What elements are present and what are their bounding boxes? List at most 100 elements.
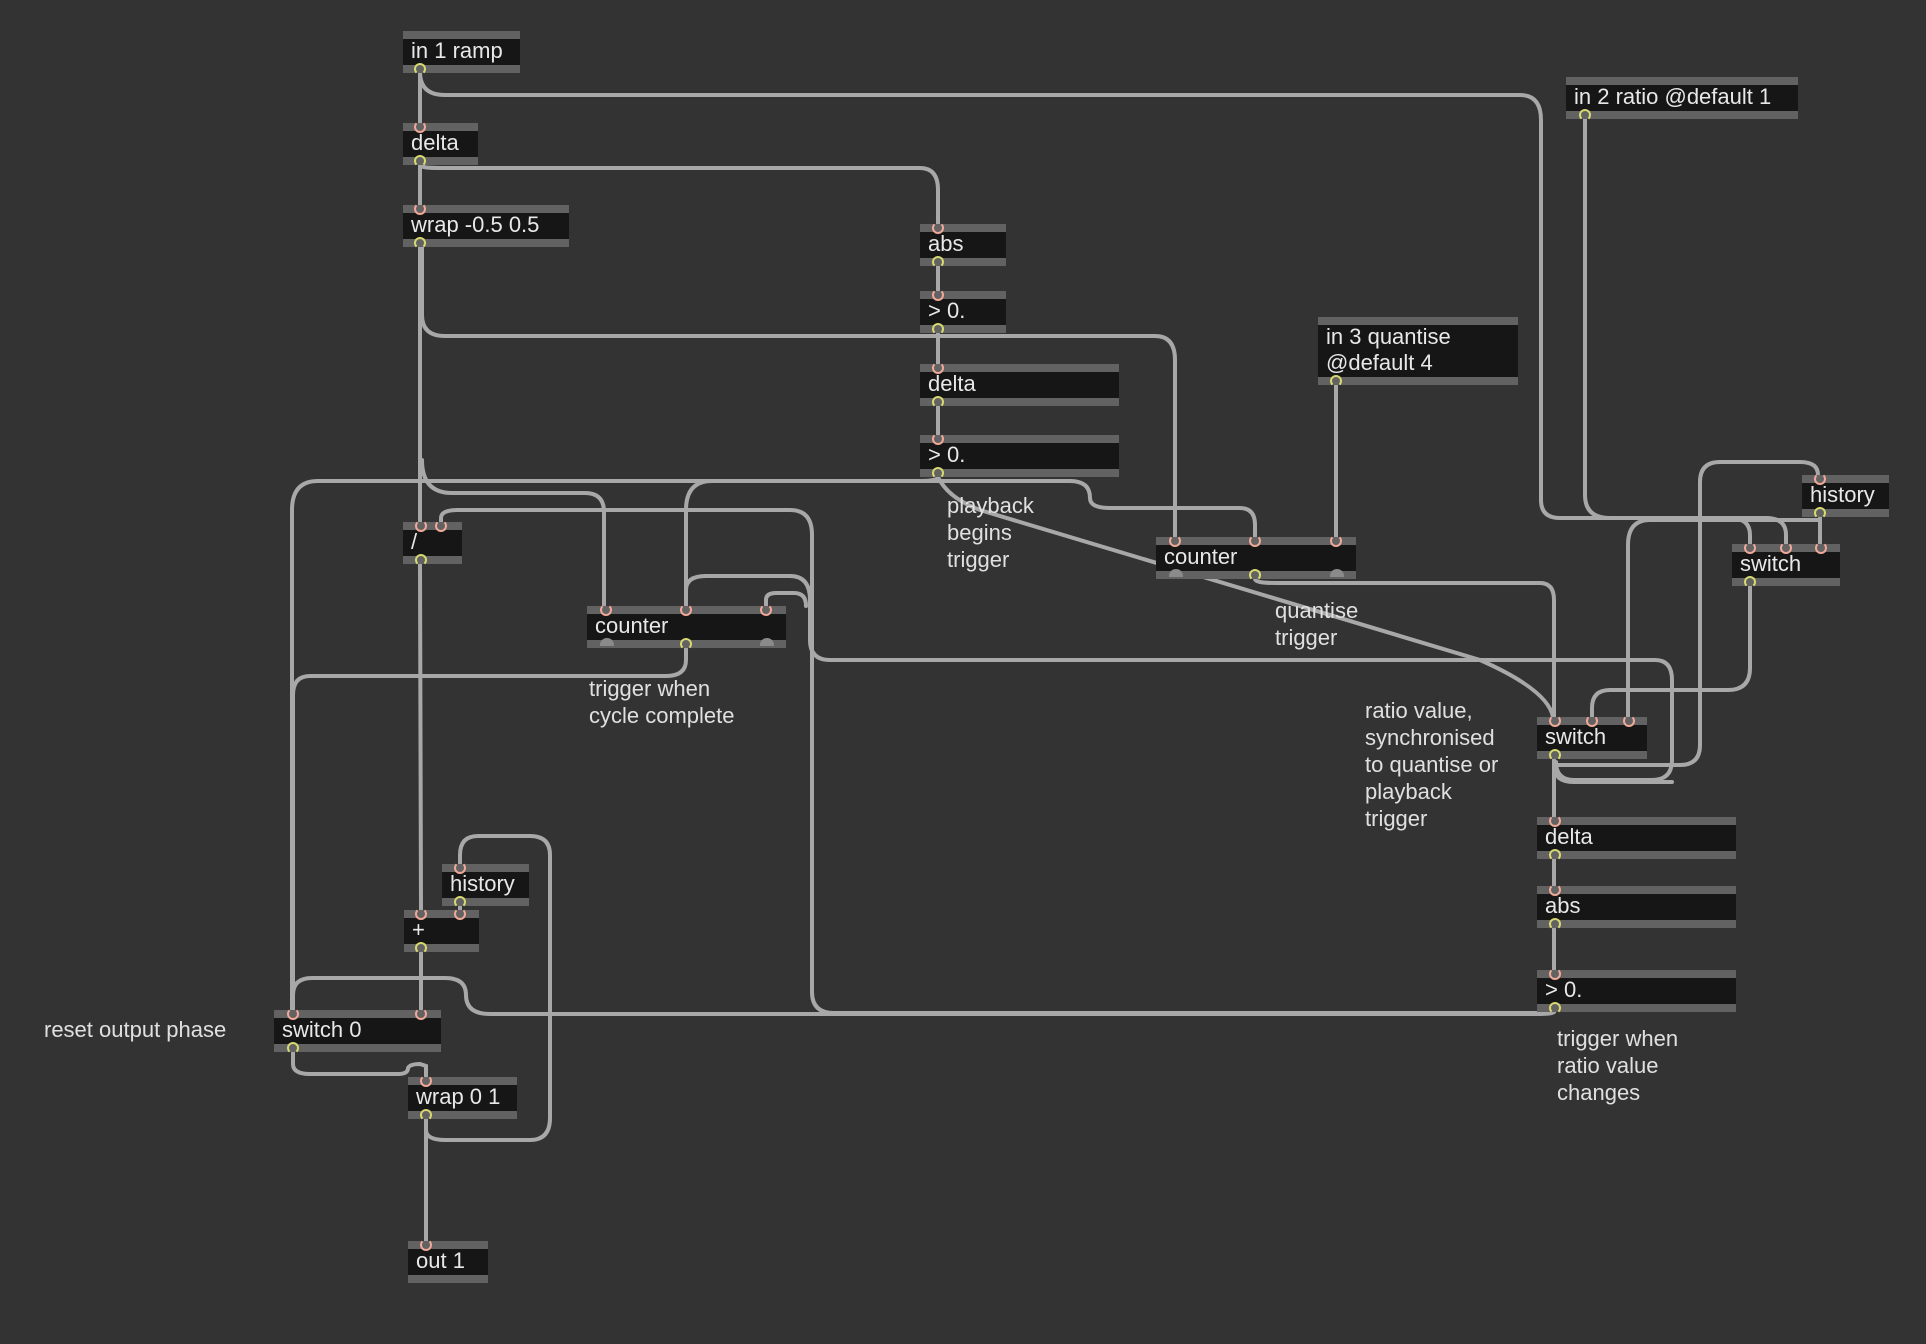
abs-object[interactable]: abs bbox=[1537, 884, 1736, 930]
inlet[interactable] bbox=[1586, 715, 1598, 727]
outlet[interactable] bbox=[1579, 109, 1591, 121]
patch-cord[interactable] bbox=[764, 591, 808, 608]
patch-cord[interactable] bbox=[418, 163, 940, 226]
outlet[interactable] bbox=[1549, 1002, 1561, 1014]
patch-cord[interactable] bbox=[1583, 117, 1788, 546]
patch-cord[interactable] bbox=[420, 458, 606, 608]
patch-cord[interactable] bbox=[1626, 518, 1820, 719]
outlet[interactable] bbox=[1814, 507, 1826, 519]
delta-object[interactable]: delta bbox=[403, 121, 478, 167]
outlet[interactable] bbox=[1330, 375, 1342, 387]
outlet[interactable] bbox=[932, 323, 944, 335]
history-object[interactable]: history bbox=[1802, 473, 1889, 519]
inlet[interactable] bbox=[680, 604, 692, 616]
outlet[interactable] bbox=[420, 1109, 432, 1121]
inlet[interactable] bbox=[932, 362, 944, 374]
inlet[interactable] bbox=[1780, 542, 1792, 554]
inlet[interactable] bbox=[1330, 535, 1342, 547]
patch-cord[interactable] bbox=[290, 475, 940, 1012]
greater-than-object[interactable]: > 0. bbox=[1537, 968, 1736, 1014]
inlet[interactable] bbox=[1623, 715, 1635, 727]
object-text: abs bbox=[928, 231, 964, 256]
inlet[interactable] bbox=[600, 604, 612, 616]
outlet[interactable] bbox=[680, 638, 692, 650]
wrap-0-1-object[interactable]: wrap 0 1 bbox=[408, 1075, 517, 1121]
outlet[interactable] bbox=[414, 237, 426, 249]
greater-than-object[interactable]: > 0. bbox=[920, 289, 1006, 335]
inlet[interactable] bbox=[420, 1239, 432, 1251]
inlet[interactable] bbox=[420, 1075, 432, 1087]
outlet[interactable] bbox=[600, 638, 614, 646]
in-1-ramp-object[interactable]: in 1 ramp bbox=[403, 31, 520, 75]
greater-than-object[interactable]: > 0. bbox=[920, 433, 1119, 479]
outlet[interactable] bbox=[1249, 569, 1261, 581]
inlet[interactable] bbox=[1815, 542, 1827, 554]
inlet[interactable] bbox=[1549, 715, 1561, 727]
patch-cord[interactable] bbox=[291, 1049, 428, 1079]
patch-cord[interactable] bbox=[291, 645, 688, 1012]
patch-cord[interactable] bbox=[291, 976, 1556, 1016]
patch-cord[interactable] bbox=[1590, 584, 1752, 719]
outlet[interactable] bbox=[1330, 569, 1344, 577]
outlet[interactable] bbox=[414, 63, 426, 75]
divide-object[interactable]: / bbox=[403, 520, 462, 566]
inlet[interactable] bbox=[932, 222, 944, 234]
counter-object[interactable]: counter bbox=[587, 604, 786, 650]
outlet[interactable] bbox=[1549, 749, 1561, 761]
outlet[interactable] bbox=[1744, 576, 1756, 588]
inlet[interactable] bbox=[932, 289, 944, 301]
inlet[interactable] bbox=[1249, 535, 1261, 547]
outlet[interactable] bbox=[1549, 849, 1561, 861]
outlet[interactable] bbox=[1169, 569, 1183, 577]
patch-cord[interactable] bbox=[418, 562, 423, 912]
object-text: > 0. bbox=[928, 298, 966, 323]
inlet[interactable] bbox=[1744, 542, 1756, 554]
inlet[interactable] bbox=[435, 520, 447, 532]
out-1-object[interactable]: out 1 bbox=[408, 1239, 488, 1283]
outlet[interactable] bbox=[415, 942, 427, 954]
inlet[interactable] bbox=[1549, 815, 1561, 827]
inlet[interactable] bbox=[1549, 884, 1561, 896]
outlet[interactable] bbox=[1549, 918, 1561, 930]
patch-cord[interactable] bbox=[684, 574, 1674, 782]
delta-object[interactable]: delta bbox=[1537, 815, 1736, 861]
outlet[interactable] bbox=[932, 467, 944, 479]
inlet[interactable] bbox=[415, 520, 427, 532]
outlet[interactable] bbox=[760, 638, 774, 646]
inlet[interactable] bbox=[454, 862, 466, 874]
plus-object[interactable]: + bbox=[404, 908, 479, 954]
inlet[interactable] bbox=[415, 1008, 427, 1020]
patch-cord[interactable] bbox=[424, 834, 552, 1142]
inlet[interactable] bbox=[287, 1008, 299, 1020]
outlet[interactable] bbox=[415, 554, 427, 566]
switch-0-object[interactable]: switch 0 bbox=[274, 1008, 441, 1054]
switch-object[interactable]: switch bbox=[1732, 542, 1840, 588]
object-text: in 3 quantise @default 4 bbox=[1326, 324, 1451, 375]
delta-object[interactable]: delta bbox=[920, 362, 1119, 408]
patch-cord[interactable] bbox=[1253, 577, 1556, 719]
outlet[interactable] bbox=[454, 896, 466, 908]
outlet[interactable] bbox=[932, 256, 944, 268]
inlet[interactable] bbox=[1169, 535, 1181, 547]
inlet[interactable] bbox=[454, 908, 466, 920]
inlet[interactable] bbox=[414, 121, 426, 133]
inlet[interactable] bbox=[1814, 473, 1826, 485]
wrap-object[interactable]: wrap -0.5 0.5 bbox=[403, 203, 569, 249]
switch-object[interactable]: switch bbox=[1537, 715, 1647, 761]
patch-cord[interactable] bbox=[420, 245, 1177, 539]
in-2-ratio-object[interactable]: in 2 ratio @default 1 bbox=[1566, 77, 1798, 121]
history-object[interactable]: history bbox=[442, 862, 529, 908]
counter-object[interactable]: counter bbox=[1156, 535, 1356, 581]
outlet[interactable] bbox=[287, 1042, 299, 1054]
inlet[interactable] bbox=[414, 203, 426, 215]
outlet[interactable] bbox=[932, 396, 944, 408]
inlet[interactable] bbox=[415, 908, 427, 920]
abs-object[interactable]: abs bbox=[920, 222, 1006, 268]
inlet[interactable] bbox=[760, 604, 772, 616]
patch-cord[interactable] bbox=[1554, 460, 1820, 767]
in-3-quantise-object[interactable]: in 3 quantise @default 4 bbox=[1318, 317, 1518, 387]
outlet[interactable] bbox=[414, 155, 426, 167]
inlet[interactable] bbox=[932, 433, 944, 445]
patch-cord[interactable] bbox=[936, 479, 1257, 539]
inlet[interactable] bbox=[1549, 968, 1561, 980]
